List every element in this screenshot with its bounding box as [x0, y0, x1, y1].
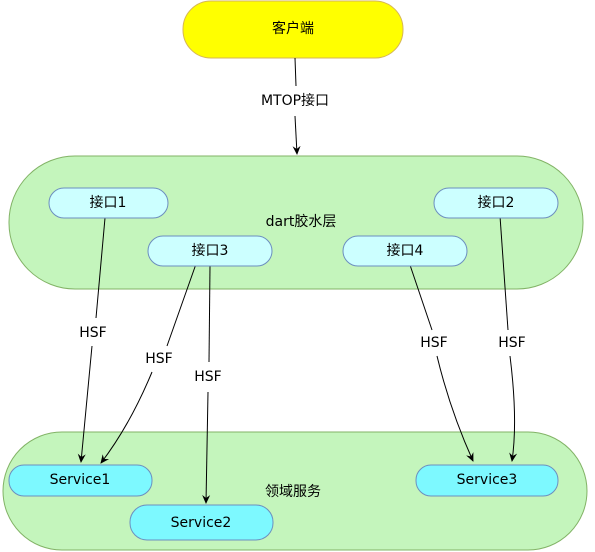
edge-label-hsf-api3-service2: HSF — [194, 369, 221, 385]
service2-label: Service2 — [171, 515, 232, 531]
edge-label-hsf-api1-service1: HSF — [79, 325, 106, 341]
edge-api2-service3-arrow — [509, 355, 518, 462]
edge-label-hsf-api2-service3: HSF — [498, 335, 525, 351]
edge-api1-service1 — [95, 217, 106, 319]
api2-node — [433, 187, 559, 219]
edge-label-hsf-api4-service3: HSF — [420, 335, 447, 351]
client-label: 客户端 — [272, 20, 314, 37]
service3-node — [415, 464, 559, 497]
service1-node — [8, 464, 153, 497]
edge-api4-service3-arrow — [436, 355, 474, 462]
edge-label-hsf-api3-service1: HSF — [145, 351, 172, 367]
domain-layer-label: 领域服务 — [265, 484, 321, 500]
edge-api2-service3 — [499, 215, 509, 331]
edge-client-glue-arrow — [292, 115, 301, 155]
service2-node — [129, 504, 274, 541]
edge-client-glue — [294, 57, 297, 87]
glue-layer-label: dart胶水层 — [266, 213, 337, 230]
edge-api1-service1-arrow — [77, 345, 93, 463]
edge-api3-service1-arrow — [100, 371, 153, 464]
api4-label: 接口4 — [387, 242, 424, 259]
api3-label: 接口3 — [192, 242, 229, 259]
api3-node — [147, 235, 273, 267]
service3-label: Service3 — [457, 472, 518, 488]
edge-api3-service2-arrow — [202, 391, 211, 504]
edge-api4-service3 — [409, 264, 433, 331]
edge-label-mtop: MTOP接口 — [261, 92, 329, 109]
api4-node — [342, 235, 468, 267]
api1-node — [48, 187, 169, 219]
edge-api3-service1 — [166, 263, 197, 347]
client-node — [182, 0, 404, 59]
edge-api3-service2 — [208, 265, 211, 363]
api2-label: 接口2 — [478, 194, 515, 211]
service1-label: Service1 — [50, 472, 111, 488]
api1-label: 接口1 — [90, 194, 127, 211]
